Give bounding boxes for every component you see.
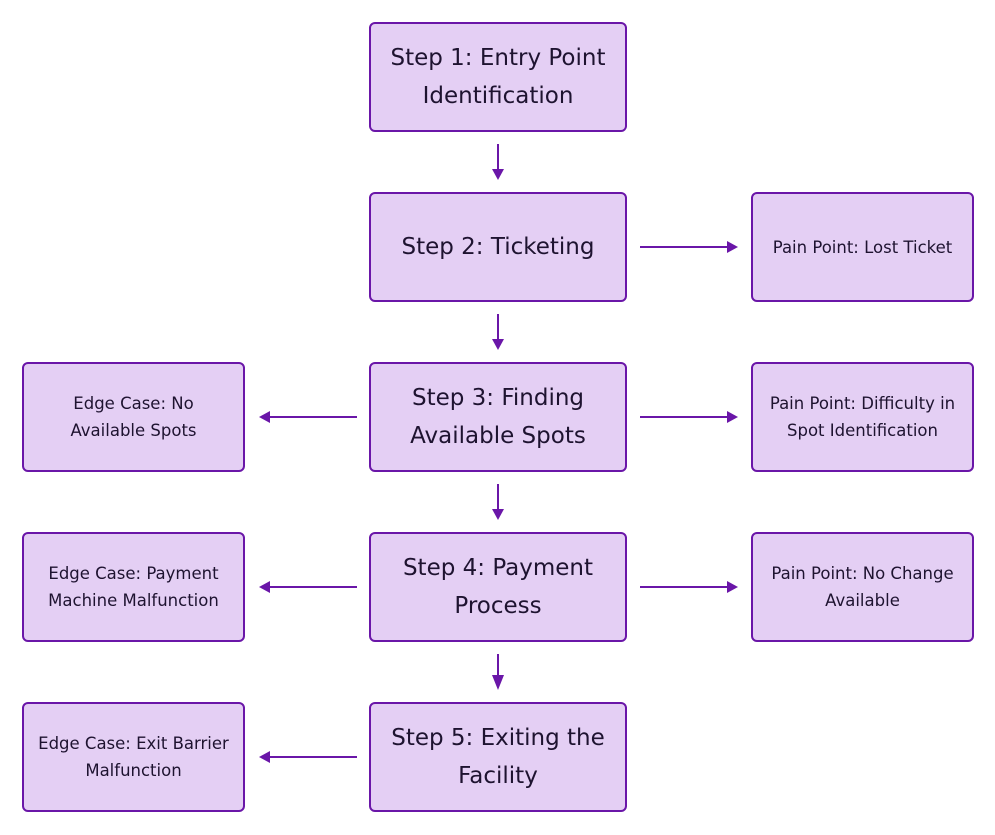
pain-point-lost-ticket-box: Pain Point: Lost Ticket bbox=[751, 192, 974, 302]
arrow-step2-to-pain-point bbox=[640, 241, 738, 253]
step-1-label: Step 1: Entry Point Identification bbox=[390, 45, 606, 109]
edge-case-no-spots-box: Edge Case: No Available Spots bbox=[22, 362, 245, 472]
arrow-step1-to-step2 bbox=[492, 144, 504, 180]
step-2-label: Step 2: Ticketing bbox=[401, 234, 595, 260]
pain-point-spot-identification-box: Pain Point: Difficulty in Spot Identific… bbox=[751, 362, 974, 472]
pain-point-spot-identification-label: Pain Point: Difficulty in Spot Identific… bbox=[769, 394, 956, 440]
step-4-box: Step 4: Payment Process bbox=[369, 532, 627, 642]
arrow-step2-to-step3 bbox=[492, 314, 504, 350]
edge-case-exit-barrier-label: Edge Case: Exit Barrier Malfunction bbox=[38, 734, 229, 780]
arrow-step4-to-pain-point bbox=[640, 581, 738, 593]
step-3-box: Step 3: Finding Available Spots bbox=[369, 362, 627, 472]
pain-point-no-change-box: Pain Point: No Change Available bbox=[751, 532, 974, 642]
step-1-box: Step 1: Entry Point Identification bbox=[369, 22, 627, 132]
step-5-box: Step 5: Exiting the Facility bbox=[369, 702, 627, 812]
arrow-step3-to-pain-point bbox=[640, 411, 738, 423]
pain-point-lost-ticket-label: Pain Point: Lost Ticket bbox=[772, 237, 953, 257]
arrow-step4-to-step5 bbox=[492, 654, 504, 690]
edge-case-no-spots-label: Edge Case: No Available Spots bbox=[70, 394, 197, 440]
step-2-box: Step 2: Ticketing bbox=[369, 192, 627, 302]
edge-case-payment-machine-label: Edge Case: Payment Machine Malfunction bbox=[48, 564, 219, 610]
arrow-step4-to-edge-case bbox=[259, 581, 357, 593]
arrow-step3-to-step4 bbox=[492, 484, 504, 520]
step-5-label: Step 5: Exiting the Facility bbox=[391, 725, 605, 789]
step-3-label: Step 3: Finding Available Spots bbox=[410, 385, 586, 449]
arrow-step3-to-edge-case bbox=[259, 411, 357, 423]
edge-case-exit-barrier-box: Edge Case: Exit Barrier Malfunction bbox=[22, 702, 245, 812]
pain-point-no-change-label: Pain Point: No Change Available bbox=[771, 564, 954, 610]
edge-case-payment-machine-box: Edge Case: Payment Machine Malfunction bbox=[22, 532, 245, 642]
arrow-step5-to-edge-case bbox=[259, 751, 357, 763]
step-4-label: Step 4: Payment Process bbox=[402, 555, 594, 619]
